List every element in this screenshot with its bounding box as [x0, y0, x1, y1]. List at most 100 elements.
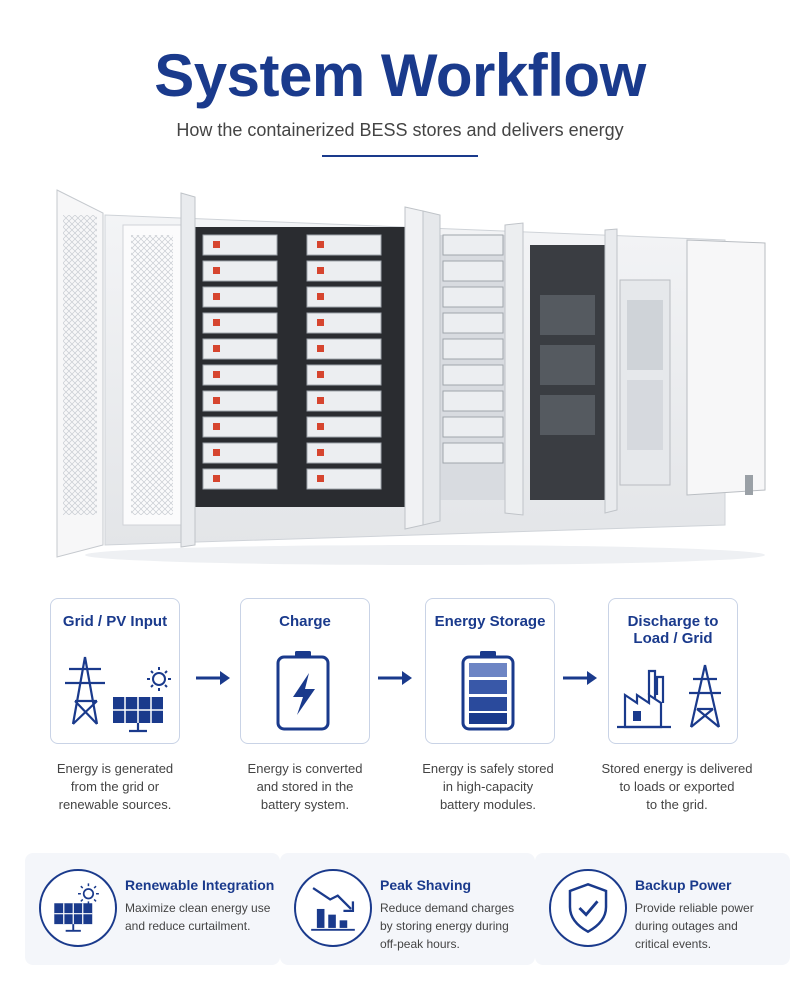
- battery-module: [306, 468, 382, 490]
- battery-module: [442, 364, 504, 386]
- benefit-description: Provide reliable power during outages an…: [635, 899, 785, 953]
- battery-module: [306, 260, 382, 282]
- step-energy-storage: Energy Storage: [425, 598, 555, 744]
- step-grid-pv-input: Grid / PV Input: [50, 598, 180, 744]
- benefit-description: Maximize clean energy use and reduce cur…: [125, 899, 275, 935]
- benefit-description-line: and reduce curtailment.: [125, 919, 251, 933]
- battery-module: [442, 286, 504, 308]
- step-description: Energy is converted and stored in the ba…: [230, 760, 380, 814]
- step-title: Charge: [279, 613, 331, 630]
- battery-module: [202, 312, 278, 334]
- benefit-description-line: critical events.: [635, 937, 712, 951]
- module-terminal: [317, 423, 324, 430]
- module-terminal: [317, 449, 324, 456]
- arrow-right-icon: [563, 671, 597, 685]
- step-description-line: battery modules.: [439, 797, 537, 812]
- battery-module: [442, 234, 504, 256]
- battery-module: [442, 390, 504, 412]
- battery-charge-icon: [276, 651, 330, 731]
- battery-module: [306, 390, 382, 412]
- step-description-line: renewable sources.: [58, 797, 172, 812]
- battery-module: [202, 234, 278, 256]
- benefit-card-backup-power: Backup Power Provide reliable power duri…: [535, 853, 790, 965]
- battery-module: [306, 416, 382, 438]
- page-title: System Workflow: [154, 42, 646, 109]
- module-terminal: [317, 241, 324, 248]
- step-discharge: Discharge to Load / Grid: [608, 598, 738, 744]
- module-terminal: [213, 423, 220, 430]
- battery-module: [306, 442, 382, 464]
- battery-module: [202, 390, 278, 412]
- benefit-card-peak-shaving: Peak Shaving Reduce demand charges by st…: [280, 853, 535, 965]
- bess-container-illustration: [56, 189, 766, 565]
- battery-module: [306, 364, 382, 386]
- battery-module: [442, 260, 504, 282]
- step-description-line: Energy is safely stored: [422, 761, 554, 776]
- battery-module: [202, 364, 278, 386]
- battery-module: [442, 442, 504, 464]
- battery-module: [442, 416, 504, 438]
- module-terminal: [317, 345, 324, 352]
- battery-module: [306, 338, 382, 360]
- module-terminal: [317, 397, 324, 404]
- battery-module: [442, 312, 504, 334]
- solar-panel-icon: [39, 869, 117, 947]
- benefit-description-line: by storing energy during: [380, 919, 509, 933]
- step-description-line: Stored energy is delivered: [601, 761, 753, 776]
- step-description-line: Energy is converted: [247, 761, 363, 776]
- step-description-line: in high-capacity: [442, 779, 534, 794]
- step-description-line: and stored in the: [256, 779, 354, 794]
- step-title: Grid / PV Input: [62, 613, 168, 630]
- module-terminal: [317, 267, 324, 274]
- module-terminal: [213, 319, 220, 326]
- step-description-line: from the grid or: [70, 779, 160, 794]
- module-terminal: [317, 293, 324, 300]
- factory-tower-icon: [617, 664, 721, 729]
- arrow-right-icon: [378, 671, 412, 685]
- benefit-card-renewable: Renewable Integration Maximize clean ene…: [25, 853, 280, 965]
- step-title: Discharge to Load / Grid: [609, 613, 737, 647]
- benefit-title: Peak Shaving: [380, 877, 472, 893]
- step-description-line: to loads or exported: [619, 779, 735, 794]
- module-terminal: [213, 345, 220, 352]
- step-title: Energy Storage: [434, 613, 546, 630]
- shield-check-icon: [549, 869, 627, 947]
- module-terminal: [317, 371, 324, 378]
- module-terminal: [213, 475, 220, 482]
- step-description-line: Energy is generated: [56, 761, 174, 776]
- module-terminal: [213, 267, 220, 274]
- battery-module: [306, 286, 382, 308]
- battery-module: [202, 338, 278, 360]
- benefit-description-line: Provide reliable power: [635, 901, 754, 915]
- battery-module: [306, 234, 382, 256]
- battery-module: [202, 260, 278, 282]
- step-title-line: Discharge to: [627, 613, 719, 630]
- step-description: Energy is generated from the grid or ren…: [40, 760, 190, 814]
- step-title-line: Load / Grid: [633, 630, 713, 647]
- bar-chart-down-icon: [294, 869, 372, 947]
- battery-module: [442, 338, 504, 360]
- battery-module: [202, 416, 278, 438]
- benefit-description-line: Reduce demand charges: [380, 901, 515, 915]
- step-charge: Charge: [240, 598, 370, 744]
- step-description: Energy is safely stored in high-capacity…: [413, 760, 563, 814]
- module-terminal: [213, 371, 220, 378]
- arrow-right-icon: [196, 671, 230, 685]
- step-description-line: to the grid.: [646, 797, 708, 812]
- battery-module: [202, 468, 278, 490]
- step-description-line: battery system.: [260, 797, 350, 812]
- module-terminal: [213, 449, 220, 456]
- module-terminal: [317, 319, 324, 326]
- module-terminal: [213, 397, 220, 404]
- benefit-title: Renewable Integration: [125, 877, 275, 893]
- module-terminal: [213, 241, 220, 248]
- battery-module: [202, 442, 278, 464]
- page-subtitle: How the containerized BESS stores and de…: [176, 120, 624, 140]
- battery-module: [202, 286, 278, 308]
- benefit-title: Backup Power: [635, 877, 732, 893]
- title-divider: [322, 155, 478, 157]
- battery-module: [306, 312, 382, 334]
- module-terminal: [213, 293, 220, 300]
- benefit-description-line: off-peak hours.: [380, 937, 460, 951]
- step-description: Stored energy is delivered to loads or e…: [592, 760, 762, 814]
